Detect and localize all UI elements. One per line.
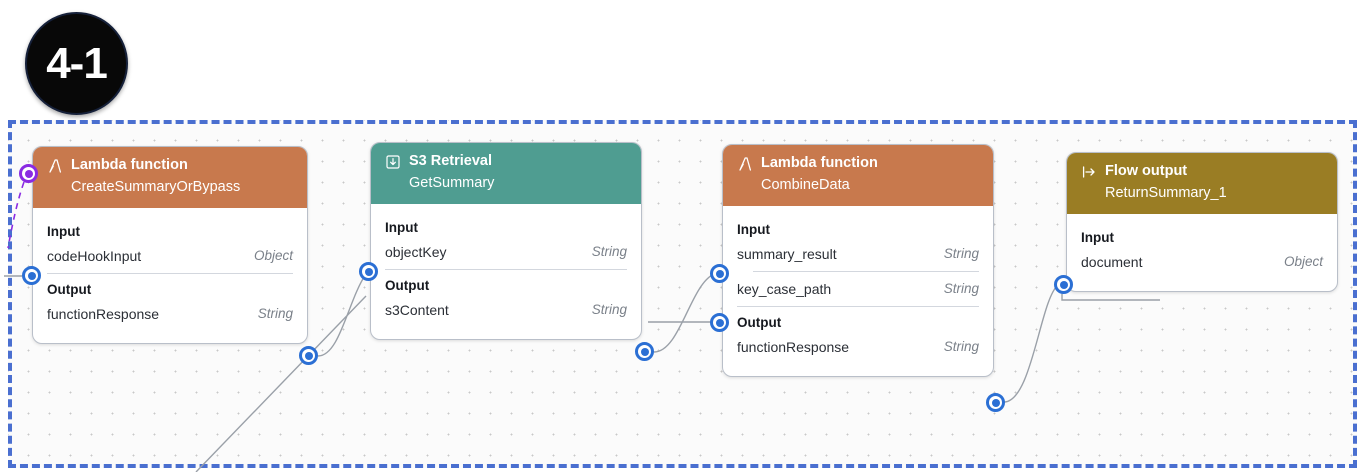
node-return-summary-1[interactable]: Flow output ReturnSummary_1 Input docume… xyxy=(1066,152,1338,292)
s3-download-icon xyxy=(385,154,401,170)
lambda-icon xyxy=(47,158,63,174)
port-row-document[interactable]: document Object xyxy=(1081,247,1323,277)
port-name: functionResponse xyxy=(47,305,160,322)
node-type-label: Lambda function xyxy=(71,157,188,173)
node-header: S3 Retrieval GetSummary xyxy=(371,143,641,204)
flow-output-icon xyxy=(1081,164,1097,180)
port-row-s3content[interactable]: s3Content String xyxy=(385,295,627,325)
port-name: functionResponse xyxy=(737,338,850,355)
port-node3-input-key-case-path[interactable] xyxy=(710,313,729,332)
node-name: GetSummary xyxy=(409,175,495,192)
port-type: String xyxy=(591,302,627,318)
input-section-label: Input xyxy=(385,219,418,235)
node-name: ReturnSummary_1 xyxy=(1105,185,1227,202)
input-section-label: Input xyxy=(737,221,770,237)
port-node2-output-s3content[interactable] xyxy=(635,342,654,361)
node-body: Input codeHookInput Object Output functi… xyxy=(33,208,307,343)
divider xyxy=(737,305,979,307)
port-name: key_case_path xyxy=(737,280,832,297)
lambda-icon xyxy=(737,156,753,172)
output-section-label: Output xyxy=(737,314,782,330)
port-name: s3Content xyxy=(385,301,449,318)
node-create-summary-or-bypass[interactable]: Lambda function CreateSummaryOrBypass In… xyxy=(32,146,308,344)
port-node2-input-objectkey[interactable] xyxy=(359,262,378,281)
port-name: summary_result xyxy=(737,245,837,262)
port-name: document xyxy=(1081,253,1143,270)
divider xyxy=(385,268,627,270)
port-name: objectKey xyxy=(385,243,447,260)
node-type-label: Lambda function xyxy=(761,155,878,171)
input-section-label: Input xyxy=(1081,229,1114,245)
node-header: Flow output ReturnSummary_1 xyxy=(1067,153,1337,214)
port-type: String xyxy=(591,244,627,260)
port-node1-output-functionresponse[interactable] xyxy=(299,346,318,365)
port-type: Object xyxy=(1283,254,1323,270)
port-type: String xyxy=(943,246,979,262)
node-header: Lambda function CreateSummaryOrBypass xyxy=(33,147,307,208)
port-row-key-case-path[interactable]: key_case_path String xyxy=(737,274,979,304)
node-body: Input objectKey String Output s3Content … xyxy=(371,204,641,339)
port-type: String xyxy=(943,339,979,355)
port-node3-input-summary-result[interactable] xyxy=(710,264,729,283)
port-type: String xyxy=(257,306,293,322)
port-node4-input-document[interactable] xyxy=(1054,275,1073,294)
port-row-codehookinput[interactable]: codeHookInput Object xyxy=(47,241,293,271)
port-row-functionresponse[interactable]: functionResponse String xyxy=(737,332,979,362)
node-body: Input document Object xyxy=(1067,214,1337,291)
node-type-label: Flow output xyxy=(1105,163,1188,179)
node-get-summary[interactable]: S3 Retrieval GetSummary Input objectKey … xyxy=(370,142,642,340)
port-name: codeHookInput xyxy=(47,247,142,264)
node-name: CombineData xyxy=(761,177,850,194)
node-header: Lambda function CombineData xyxy=(723,145,993,206)
node-name: CreateSummaryOrBypass xyxy=(71,179,241,196)
port-node1-trigger[interactable] xyxy=(19,164,38,183)
port-row-functionresponse[interactable]: functionResponse String xyxy=(47,299,293,329)
output-section-label: Output xyxy=(385,277,430,293)
node-type-label: S3 Retrieval xyxy=(409,153,493,169)
port-type: String xyxy=(943,281,979,297)
step-badge: 4-1 xyxy=(25,12,128,115)
port-type: Object xyxy=(253,248,293,264)
port-node1-input-codehookinput[interactable] xyxy=(22,266,41,285)
port-row-summary-result[interactable]: summary_result String xyxy=(737,239,979,269)
output-section-label: Output xyxy=(47,281,92,297)
step-badge-label: 4-1 xyxy=(46,38,108,88)
divider xyxy=(753,270,979,272)
node-body: Input summary_result String key_case_pat… xyxy=(723,206,993,376)
node-combine-data[interactable]: Lambda function CombineData Input summar… xyxy=(722,144,994,377)
port-node3-output-functionresponse[interactable] xyxy=(986,393,1005,412)
port-row-objectkey[interactable]: objectKey String xyxy=(385,237,627,267)
divider xyxy=(47,272,293,274)
input-section-label: Input xyxy=(47,223,80,239)
